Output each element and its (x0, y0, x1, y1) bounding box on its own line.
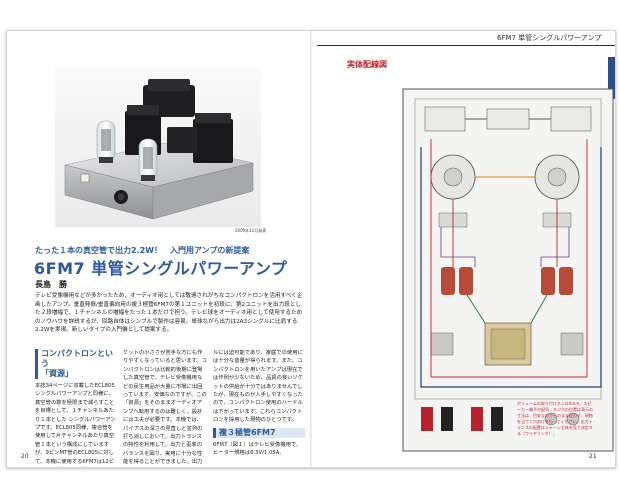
body-column-1: コンパクトロンという 「資源」 本誌34ページに収載したECL805シングルパワ… (35, 349, 117, 467)
body-column-3: ルには迫可能であり、家庭での使用には十分な音量が得られます。また、コンパクトロン… (213, 349, 305, 458)
article-title: 6FM7 単管シングルパワーアンプ (34, 259, 288, 278)
section-heading-line1: コンパクトロンという (41, 349, 113, 368)
running-head: 6FM7 単管シングルパワーアンプ (497, 34, 602, 42)
section-heading-line2: 「資源」 (41, 369, 73, 378)
amplifier-photo (55, 67, 261, 227)
article-kicker: たった１本の真空管で出力2.2W！ 入門用アンプの新提案 (35, 246, 250, 255)
page-number-left: 20 (21, 453, 29, 460)
amplifier-illustration (64, 79, 254, 220)
header-rule (317, 45, 615, 46)
photo-caption: 2009年11月発表 (235, 228, 267, 233)
section-heading-compactron: コンパクトロンという 「資源」 (35, 349, 117, 379)
article-lead: テレビ受像機用などが多かったため、オーディオ用としては敬遠されがちなコンパクトロ… (35, 293, 303, 334)
body-text-3: ルには迫可能であり、家庭での使用には十分な音量が得られます。また、コンパクトロン… (213, 350, 304, 424)
article-author: 長島 勝 (35, 280, 67, 289)
wiring-diagram-drawing (402, 88, 614, 452)
wiring-diagram (401, 87, 615, 455)
figure-caption: ボリュームの取り付けネジは6mm。スピーカー端子の配列、ネジ穴の位置は表示の寸法… (517, 401, 593, 436)
page-gutter (310, 31, 312, 467)
figure-label: 実体配線図 (347, 60, 387, 69)
body-column-2: ケットの小ささが苦手な方にも作りやすくなっていると思います。コンパクトロンは比較… (123, 349, 207, 467)
page-number-right: 21 (589, 453, 597, 460)
magazine-spread: 6FM7 単管シングルパワーアンプ (6, 30, 616, 468)
body-text-1: 本誌34ページに収載したECL805シングルパワーアンプと同様に、真空管の数を極… (35, 383, 116, 465)
section-heading-6fm7: 複３極管6FM7 (213, 427, 305, 439)
body-text-2: ケットの小ささが苦手な方にも作りやすくなっていると思います。コンパクトロンは比較… (123, 350, 207, 466)
chapter-tab (608, 57, 615, 99)
body-text-4: 6FM7（図１）はテレビ受像機用で、ヒーター規格は6.3V/1.05A, (213, 442, 302, 457)
